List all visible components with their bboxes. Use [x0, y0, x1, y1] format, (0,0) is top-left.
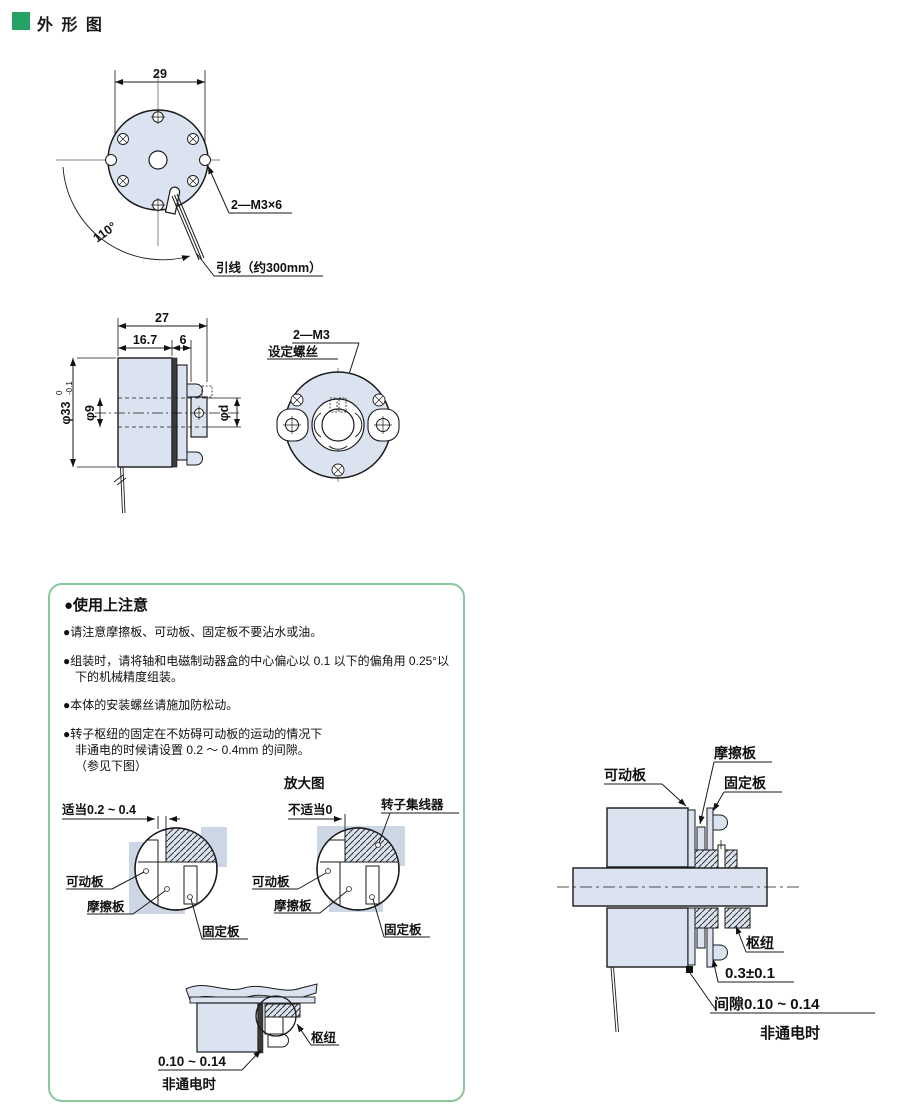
good-gap-label: 适当0.2 ~ 0.4 [62, 802, 136, 817]
rear-screw-count-label: 2—M3 [293, 328, 330, 342]
front-view-geometry [56, 70, 323, 277]
rear-view-geometry [267, 342, 400, 482]
bad-friction-label: 摩擦板 [274, 898, 312, 913]
bad-fixed-label: 固定板 [384, 922, 422, 937]
side-dim-total: 27 [155, 311, 169, 325]
good-friction-label: 摩擦板 [87, 899, 125, 914]
note-item-2: ●组装时，请将轴和电磁制动器盒的中心偏心以 0.1 以下的偏角用 0.25°以 … [63, 653, 450, 684]
section-fixed-label: 固定板 [724, 775, 767, 791]
magnified-title: 放大图 [283, 775, 325, 791]
front-dim-width: 29 [153, 67, 167, 81]
good-fixed-label: 固定板 [202, 924, 240, 939]
section-tolerance-label: 0.3±0.1 [725, 965, 775, 982]
cross-section-geometry [557, 761, 875, 1033]
detail-cutaway: 枢纽 0.10 ~ 0.14 非通电时 [158, 983, 339, 1092]
bad-gap-label: 不适当0 [288, 802, 333, 817]
side-dim-body: 16.7 [133, 333, 157, 347]
note-item-4: ●转子枢纽的固定在不妨碍可动板的运动的情况下 非通电的时候请设置 0.2 ～ 0… [63, 727, 323, 773]
section-movable-label: 可动板 [604, 767, 647, 783]
cross-section-drawing: 摩擦板 可动板 固定板 枢纽 0.3±0.1 间隙0.10 ~ 0.14 非通电… [557, 745, 875, 1042]
usage-notes-title: ●使用上注意 [64, 597, 149, 614]
section-friction-label: 摩擦板 [714, 745, 757, 761]
side-dim-shaft: φd [217, 405, 231, 422]
rotor-hub-label: 转子集线器 [381, 797, 444, 812]
section-hub-label: 枢纽 [746, 935, 774, 951]
cutaway-state-label: 非通电时 [162, 1076, 216, 1092]
cutaway-gap-label: 0.10 ~ 0.14 [158, 1054, 226, 1069]
side-dim-outer-group: φ33 0 -0.1 [55, 381, 74, 425]
cutaway-hub-label: 枢纽 [311, 1030, 337, 1045]
page-title: 外 形 图 [37, 17, 104, 34]
good-movable-label: 可动板 [66, 874, 104, 889]
side-dim-hub: 6 [180, 333, 187, 347]
side-view-geometry [70, 318, 241, 514]
side-dim-outer: φ33 [59, 402, 73, 425]
note-item-3: ●本体的安装螺丝请施加防松动。 [63, 698, 239, 713]
green-square-icon [12, 12, 30, 30]
magnified-detail-drawing: 放大图 [62, 775, 459, 1092]
side-dim-outer-tol-lower: -0.1 [65, 381, 74, 395]
rear-screw-name-label: 设定螺丝 [268, 344, 319, 359]
front-screw-label: 2—M3×6 [231, 198, 282, 212]
note-item-1: ●请注意摩擦板、可动板、固定板不要沾水或油。 [63, 625, 323, 639]
front-lead-label: 引线（约300mm） [216, 260, 322, 275]
front-view-drawing: 29 110° 2—M3×6 引线（约300mm） [56, 67, 323, 277]
side-dim-bore: φ9 [83, 405, 97, 421]
detail-good-gap: 适当0.2 ~ 0.4 可动板 摩擦板 固定板 [62, 802, 248, 940]
side-rear-view-drawing: 27 16.7 6 φ33 0 -0.1 φ9 φd [55, 311, 400, 514]
bad-movable-label: 可动板 [252, 874, 290, 889]
side-dim-outer-tol-upper: 0 [55, 390, 64, 395]
detail-bad-gap: 不适当0 转子集线器 可动板 摩擦板 固定板 [252, 797, 459, 938]
section-state-label: 非通电时 [760, 1024, 820, 1042]
section-gap-label: 间隙0.10 ~ 0.14 [714, 995, 820, 1013]
